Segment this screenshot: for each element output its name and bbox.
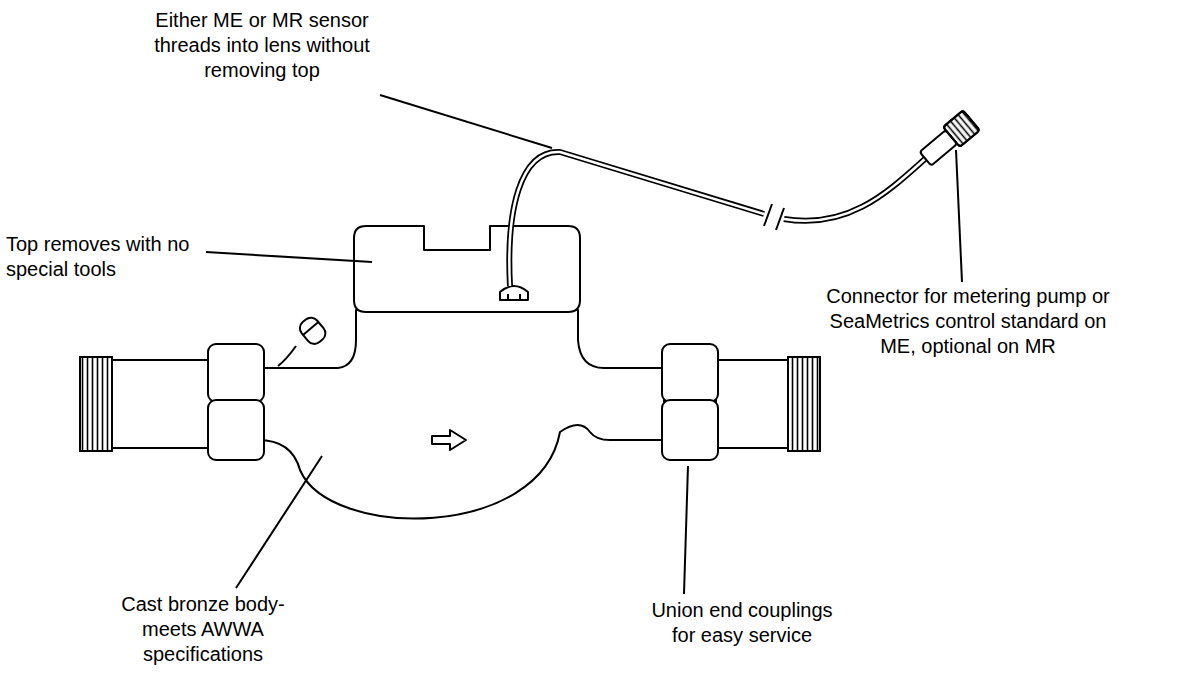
fitting-wire <box>278 346 296 366</box>
callout-label: Cast bronze body- meets AWWA specificati… <box>108 592 298 667</box>
sensor-cable <box>784 158 926 221</box>
callout-label: Union end couplings for easy service <box>642 598 842 648</box>
leader-lines <box>206 95 962 594</box>
pipe-thread <box>80 357 112 451</box>
union-nut <box>208 400 264 460</box>
union-nut <box>208 344 264 402</box>
callout-label: Either ME or MR sensor threads into lens… <box>142 8 382 83</box>
drain-fitting <box>297 314 329 347</box>
sensor-cable-core <box>509 152 764 286</box>
pipe-thread-outline <box>80 357 112 451</box>
cable-connector <box>917 110 980 168</box>
union-tail <box>112 360 212 448</box>
union-nut <box>662 400 718 460</box>
break-mark <box>776 208 784 230</box>
sensor-cable-core <box>784 158 926 221</box>
union-tail <box>716 360 788 448</box>
cast-bronze-body <box>258 310 664 519</box>
break-mark <box>764 204 772 226</box>
callout-label: Top removes with no special tools <box>6 232 206 282</box>
leader-line <box>380 95 552 148</box>
flow-arrow <box>432 430 466 450</box>
callout-label: Connector for metering pump or SeaMetric… <box>818 284 1118 359</box>
removable-top <box>354 226 580 312</box>
leader-line <box>206 252 372 262</box>
union-nut <box>662 344 718 402</box>
leader-line <box>684 466 688 594</box>
cable-gland <box>500 286 528 300</box>
leader-line <box>956 150 962 282</box>
sensor-cable <box>509 152 764 286</box>
pipe-thread-outline <box>788 357 820 451</box>
leader-line <box>236 456 322 588</box>
pipe-thread <box>788 357 820 451</box>
